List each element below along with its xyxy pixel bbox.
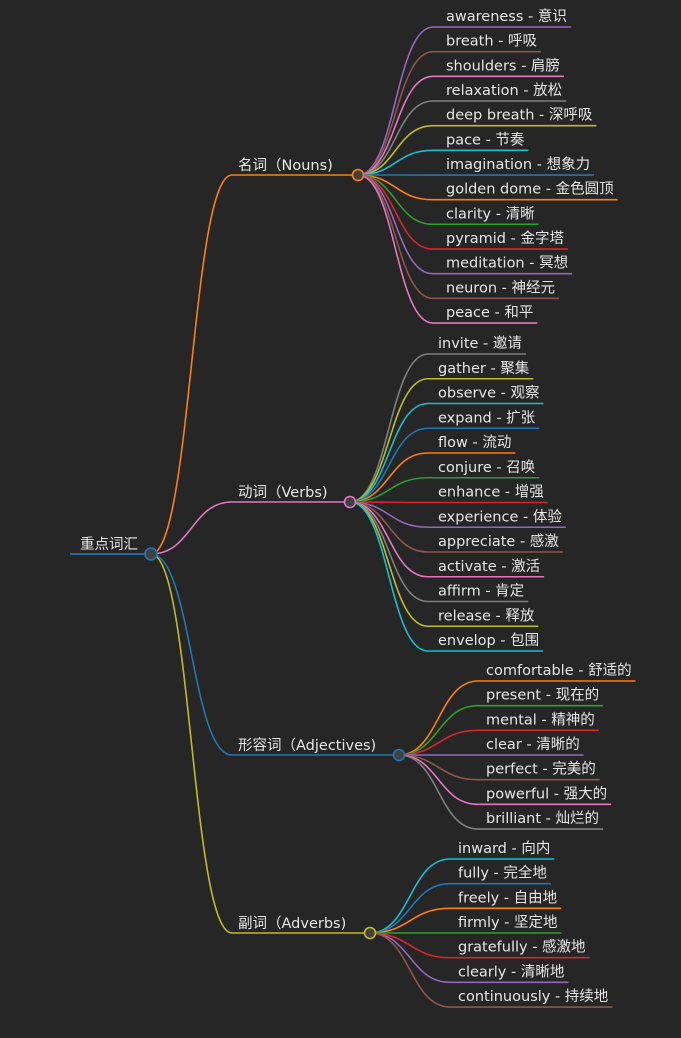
root-collapse-toggle[interactable] [144,547,158,561]
leaf-node-label[interactable]: deep breath - 深呼吸 [446,107,593,124]
leaf-connector [349,501,429,603]
leaf-connector [369,932,451,984]
leaf-connector [349,427,429,503]
leaf-connector [398,754,479,830]
leaf-node-label[interactable]: awareness - 意识 [446,7,567,25]
leaf-node-label[interactable]: activate - 激活 [438,558,540,575]
leaf-node-label[interactable]: shoulders - 肩膀 [446,57,560,74]
branch-collapse-toggle[interactable] [392,748,406,762]
branch-connector [150,174,233,555]
leaf-connector [349,476,429,503]
branch-node-label[interactable]: 形容词（Adjectives) [238,737,376,754]
leaf-node-label[interactable]: pyramid - 金字塔 [446,230,564,247]
leaf-node-label[interactable]: golden dome - 金色圆顶 [446,181,614,198]
leaf-connector [357,174,434,324]
branch-node-label[interactable]: 副词（Adverbs) [238,915,346,932]
leaf-connector [357,124,434,176]
branch-collapse-toggle[interactable] [343,495,357,509]
leaf-node-label[interactable]: conjure - 召唤 [438,459,535,476]
nodes: 重点词汇 名词（Nouns) awareness - 意识 breath - 呼吸 sh… [80,7,632,1005]
leaf-connector [398,680,479,756]
leaf-node-label[interactable]: clearly - 清晰地 [458,963,564,980]
branch-node-label[interactable]: 名词（Nouns) [238,157,333,174]
leaf-connector [369,932,451,959]
leaf-node-label[interactable]: appreciate - 感激 [438,533,559,550]
leaf-node-label[interactable]: brilliant - 灿烂的 [486,810,599,827]
leaf-node-label[interactable]: gather - 聚集 [438,360,530,377]
leaf-connector [357,100,434,176]
leaf-connector [349,452,429,503]
leaf-node-label[interactable]: relaxation - 放松 [446,82,562,99]
leaf-connector [349,501,429,652]
leaf-connector [369,932,451,1008]
leaf-connector [349,377,429,503]
leaf-connector [398,729,479,756]
leaf-connector [398,704,479,756]
leaf-connector [357,26,434,176]
leaf-node-label[interactable]: flow - 流动 [438,434,511,451]
leaf-connector [369,882,451,934]
leaf-connector [349,353,429,503]
leaf-node-label[interactable]: imagination - 想象力 [446,156,590,173]
leaf-connector [349,501,429,628]
leaf-node-label[interactable]: pace - 节奏 [446,131,525,148]
leaf-node-label[interactable]: clarity - 清晰 [446,205,535,222]
leaf-node-label[interactable]: observe - 观察 [438,384,539,402]
leaf-connector [357,75,434,176]
leaf-connector [357,174,434,226]
leaf-node-label[interactable]: envelop - 包围 [438,632,539,649]
leaf-connector [369,907,451,934]
edges [70,26,636,1008]
leaf-node-label[interactable]: comfortable - 舒适的 [486,662,632,679]
leaf-connector [349,402,429,503]
leaf-node-label[interactable]: clear - 清晰的 [486,736,580,753]
branch-connector [150,553,233,934]
leaf-node-label[interactable]: freely - 自由地 [458,889,557,906]
leaf-connector [369,858,451,934]
leaf-node-label[interactable]: present - 现在的 [486,687,599,704]
branch-collapse-toggle[interactable] [363,926,377,940]
leaf-node-label[interactable]: powerful - 强大的 [486,785,607,802]
leaf-connector [357,174,434,300]
leaf-connector [398,754,479,781]
leaf-node-label[interactable]: mental - 精神的 [486,711,595,728]
leaf-node-label[interactable]: invite - 邀请 [438,335,522,352]
branch-connector [150,553,233,756]
leaf-node-label[interactable]: gratefully - 感激地 [458,939,586,956]
leaf-node-label[interactable]: continuously - 持续地 [458,988,608,1005]
leaf-node-label[interactable]: inward - 向内 [458,840,550,857]
branch-collapse-toggle[interactable] [351,168,365,182]
leaf-connector [357,50,434,176]
root-node-label[interactable]: 重点词汇 [80,536,138,553]
leaf-node-label[interactable]: release - 释放 [438,607,535,624]
leaf-node-label[interactable]: experience - 体验 [438,508,562,525]
branch-connector [150,501,233,555]
leaf-node-label[interactable]: meditation - 冥想 [446,255,568,272]
leaf-node-label[interactable]: expand - 扩张 [438,409,536,426]
leaf-node-label[interactable]: firmly - 坚定地 [458,914,558,931]
leaf-connector [357,174,434,275]
leaf-node-label[interactable]: fully - 完全地 [458,864,547,882]
leaf-node-label[interactable]: neuron - 神经元 [446,279,555,296]
leaf-connector [398,754,479,806]
leaf-node-label[interactable]: peace - 和平 [446,304,533,321]
leaf-node-label[interactable]: perfect - 完美的 [486,761,596,778]
leaf-node-label[interactable]: enhance - 增强 [438,484,544,501]
leaf-node-label[interactable]: breath - 呼吸 [446,33,537,50]
leaf-node-label[interactable]: affirm - 肯定 [438,583,524,600]
branch-node-label[interactable]: 动词（Verbs) [238,484,328,501]
